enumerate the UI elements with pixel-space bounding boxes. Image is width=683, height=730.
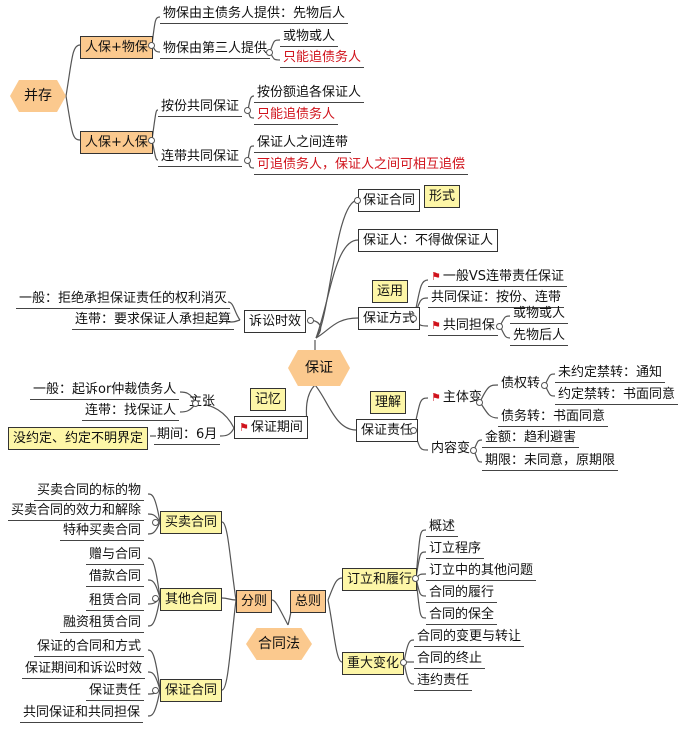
flag-icon: ⚑: [239, 421, 249, 434]
collapse-dot[interactable]: [400, 659, 407, 666]
by-share-only-label: 只能追债务人: [254, 107, 339, 125]
subject-change-label: ⚑主体变: [431, 390, 482, 405]
creditor-transfer-label: 债权转: [501, 376, 541, 391]
other-item: 借款合同: [86, 569, 145, 587]
collapse-dot[interactable]: [152, 687, 159, 694]
formation-item: 订立程序: [426, 541, 485, 559]
general-vs-joint-label: ⚑一般VS连带责任保证: [428, 269, 568, 287]
co-security-label: ⚑共同担保: [428, 318, 498, 336]
flag-icon: ⚑: [431, 319, 441, 332]
flag-icon: ⚑: [431, 270, 441, 283]
understand-node[interactable]: 理解: [370, 391, 407, 414]
formation-item: 合同的保全: [426, 607, 498, 625]
general-node[interactable]: 总则: [290, 590, 327, 613]
only-debtor-label: 只能追债务人: [280, 50, 365, 68]
specific-node[interactable]: 分则: [236, 590, 273, 613]
guarantor-node[interactable]: 保证人：不得做保证人: [358, 229, 499, 252]
liability-node[interactable]: 保证责任: [356, 419, 419, 442]
sale-item: 买卖合同的标的物: [34, 483, 145, 501]
form-node[interactable]: 形式: [424, 185, 461, 208]
guarantee-item: 保证期间和诉讼时效: [22, 661, 146, 679]
prohibited-label: 约定禁转：书面同意: [555, 387, 679, 405]
collapse-dot[interactable]: [496, 323, 503, 330]
joint-label: 连带共同保证: [158, 149, 243, 167]
sale-item: 特种买卖合同: [60, 523, 145, 541]
guarantee-center-node[interactable]: 保证: [288, 350, 350, 386]
guarantee-contract-node[interactable]: 保证合同: [358, 189, 421, 212]
method-node[interactable]: 保证方式: [358, 307, 421, 330]
either-label: 或物或人: [280, 29, 339, 47]
third-party-provided-label: 物保由第三人提供: [160, 41, 271, 59]
formation-item: 概述: [426, 519, 459, 537]
collapse-dot[interactable]: [410, 315, 417, 322]
not-prohibited-label: 未约定禁转：通知: [555, 365, 666, 383]
period-length-label: 期间：6月: [154, 427, 221, 445]
collapse-dot[interactable]: [541, 382, 548, 389]
collapse-dot[interactable]: [192, 400, 199, 407]
sale-contract-node[interactable]: 买卖合同: [160, 511, 223, 534]
litigation-node[interactable]: 诉讼时效: [244, 310, 307, 333]
debtor-provided-label: 物保由主债务人提供：先物后人: [160, 6, 349, 24]
by-share-rule-label: 按份额追各保证人: [254, 85, 365, 103]
joint-find-label: 连带：找保证人: [82, 403, 180, 421]
general-sue-label: 一般：起诉or仲裁债务人: [30, 382, 180, 400]
period-node[interactable]: ⚑保证期间: [234, 416, 308, 439]
joint-rule-label: 保证人之间连带: [254, 135, 352, 153]
general-refuse-label: 一般：拒绝承担保证责任的权利消灭: [16, 291, 231, 309]
collapse-dot[interactable]: [266, 49, 273, 56]
flag-icon: ⚑: [431, 391, 441, 404]
other-item: 赠与合同: [86, 547, 145, 565]
collapse-dot[interactable]: [152, 519, 159, 526]
collapse-dot[interactable]: [148, 42, 155, 49]
formation-node[interactable]: 订立和履行: [342, 568, 418, 591]
claim-label: 主张: [189, 394, 216, 409]
other-item: 租赁合同: [86, 593, 145, 611]
guarantee-item: 保证责任: [86, 683, 145, 701]
collapse-dot[interactable]: [244, 157, 251, 164]
co-guarantee-label: 共同保证：按份、连带: [428, 290, 565, 308]
formation-item: 合同的履行: [426, 585, 498, 603]
co-security-either-label: 或物或人: [510, 306, 569, 324]
collapse-dot[interactable]: [244, 107, 251, 114]
collapse-dot[interactable]: [354, 197, 361, 204]
collapse-dot[interactable]: [148, 137, 155, 144]
guarantee-item: 共同保证和共同担保: [20, 705, 144, 723]
person-person-node[interactable]: 人保+人保: [80, 131, 153, 154]
person-property-node[interactable]: 人保+物保: [80, 36, 153, 59]
collapse-dot[interactable]: [476, 399, 483, 406]
major-change-node[interactable]: 重大变化: [342, 652, 405, 675]
formation-item: 订立中的其他问题: [426, 563, 537, 581]
memory-node[interactable]: 记忆: [250, 388, 287, 411]
sale-item: 买卖合同的效力和解除: [8, 503, 145, 521]
collapse-dot[interactable]: [412, 575, 419, 582]
no-agreement-node[interactable]: 没约定、约定不明界定: [8, 427, 149, 450]
collapse-dot[interactable]: [152, 595, 159, 602]
joint-recourse-label: 可追债务人，保证人之间可相互追偿: [254, 157, 469, 175]
contract-law-root-node[interactable]: 合同法: [246, 628, 312, 660]
content-change-label: 内容变: [431, 441, 471, 456]
property-first-label: 先物后人: [510, 328, 569, 346]
term-label: 期限：未同意，原期限: [482, 453, 619, 471]
guarantee-contract-law-node[interactable]: 保证合同: [160, 679, 223, 702]
collapse-dot[interactable]: [470, 447, 477, 454]
coexist-root-node[interactable]: 并存: [10, 80, 66, 112]
collapse-dot[interactable]: [307, 317, 314, 324]
guarantee-item: 保证的合同和方式: [34, 639, 145, 657]
collapse-dot[interactable]: [410, 427, 417, 434]
major-change-item: 违约责任: [414, 673, 473, 691]
other-item: 融资租赁合同: [60, 615, 145, 633]
other-contract-node[interactable]: 其他合同: [160, 588, 223, 611]
apply-node[interactable]: 运用: [372, 280, 409, 303]
major-change-item: 合同的变更与转让: [414, 629, 525, 647]
major-change-item: 合同的终止: [414, 651, 486, 669]
by-share-label: 按份共同保证: [158, 99, 243, 117]
joint-start-label: 连带：要求保证人承担起算: [72, 312, 235, 330]
debt-transfer-label: 债务转：书面同意: [498, 409, 609, 427]
amount-label: 金额：趋利避害: [482, 430, 580, 448]
